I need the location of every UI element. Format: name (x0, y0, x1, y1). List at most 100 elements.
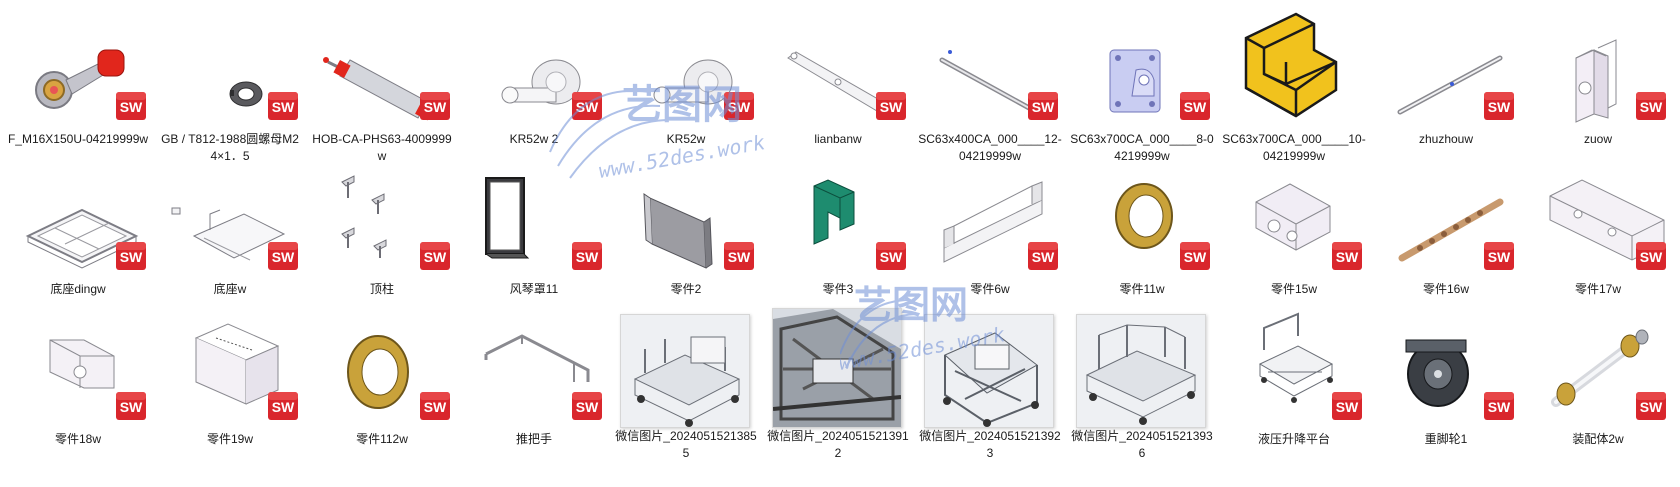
svg-text:SW: SW (1032, 99, 1055, 115)
file-name: 液压升降平台 (1257, 432, 1330, 446)
file-name: lianbanw (814, 132, 862, 146)
part-thumbnail (154, 10, 306, 128)
file-name: 零件11w (1119, 282, 1165, 296)
svg-text:SW: SW (576, 399, 599, 415)
file-name: 零件19w (206, 432, 253, 446)
file-name: 推把手 (515, 432, 552, 446)
solidworks-file-icon: SW (572, 242, 602, 270)
solidworks-file-icon: SW (116, 92, 146, 120)
part-thumbnail (1066, 10, 1218, 128)
file-name: 微信图片_20240515213936 (1071, 429, 1213, 460)
svg-text:SW: SW (1032, 249, 1055, 265)
file-name: 装配体2w (1572, 432, 1624, 446)
file-name: 风琴罩11 (509, 282, 559, 296)
svg-text:SW: SW (120, 99, 143, 115)
part-thumbnail (1522, 10, 1674, 128)
solidworks-file-icon: SW (420, 392, 450, 420)
part-thumbnail (1370, 160, 1522, 278)
file-name: 零件18w (54, 432, 101, 446)
file-name: 零件16w (1422, 282, 1469, 296)
solidworks-file-icon: SW (1332, 392, 1362, 420)
solidworks-file-icon: SW (876, 242, 906, 270)
svg-text:SW: SW (272, 249, 295, 265)
solidworks-file-icon: SW (572, 92, 602, 120)
file-name: zhuzhouw (1418, 132, 1474, 146)
solidworks-file-icon: SW (724, 242, 754, 270)
solidworks-file-icon: SW (1180, 92, 1210, 120)
part-thumbnail (458, 310, 610, 428)
svg-text:SW: SW (1640, 399, 1663, 415)
solidworks-file-icon: SW (1028, 92, 1058, 120)
svg-text:SW: SW (728, 249, 751, 265)
part-thumbnail (1066, 160, 1218, 278)
file-name: KR52w 2 (509, 132, 559, 146)
svg-text:SW: SW (1336, 249, 1359, 265)
part-thumbnail (1370, 310, 1522, 428)
solidworks-file-icon: SW (268, 92, 298, 120)
file-name: 顶柱 (369, 282, 394, 296)
file-name: 零件6w (970, 282, 1010, 296)
svg-text:SW: SW (120, 399, 143, 415)
solidworks-file-icon: SW (268, 242, 298, 270)
file-name: 底座w (213, 282, 247, 296)
solidworks-file-icon: SW (420, 242, 450, 270)
part-thumbnail (914, 160, 1066, 278)
file-name: KR52w (666, 132, 706, 146)
solidworks-file-icon: SW (116, 392, 146, 420)
solidworks-file-icon: SW (1636, 242, 1666, 270)
file-name: SC63x700CA_000____10-04219999w (1222, 132, 1366, 163)
part-thumbnail (610, 10, 762, 128)
solidworks-file-icon: SW (116, 242, 146, 270)
svg-text:SW: SW (424, 249, 447, 265)
svg-text:SW: SW (1488, 249, 1511, 265)
file-name: 零件112w (356, 432, 408, 446)
part-thumbnail (154, 160, 306, 278)
solidworks-file-icon: SW (1484, 392, 1514, 420)
part-thumbnail (306, 310, 458, 428)
solidworks-file-icon: SW (1484, 242, 1514, 270)
solidworks-file-icon: SW (1028, 242, 1058, 270)
part-thumbnail (1370, 10, 1522, 128)
image-thumbnail (924, 314, 1054, 428)
svg-text:SW: SW (424, 99, 447, 115)
svg-text:SW: SW (272, 399, 295, 415)
part-thumbnail (2, 310, 154, 428)
file-name: 微信图片_20240515213912 (767, 429, 909, 460)
file-name: 零件2 (670, 282, 702, 296)
svg-text:SW: SW (1640, 249, 1663, 265)
image-thumbnail (1076, 314, 1206, 428)
file-name: F_M16X150U-04219999w (7, 132, 149, 146)
file-name: 微信图片_20240515213855 (615, 429, 757, 460)
part-thumbnail (306, 160, 458, 278)
part-thumbnail (458, 160, 610, 278)
file-name: 底座dingw (50, 282, 106, 296)
svg-text:SW: SW (1184, 249, 1207, 265)
svg-text:SW: SW (272, 99, 295, 115)
solidworks-file-icon: SW (1484, 92, 1514, 120)
part-thumbnail (1218, 310, 1370, 428)
solidworks-file-icon: SW (268, 392, 298, 420)
solidworks-file-icon: SW (1636, 392, 1666, 420)
part-thumbnail (1522, 310, 1674, 428)
solidworks-file-icon: SW (420, 92, 450, 120)
svg-text:SW: SW (1640, 99, 1663, 115)
part-thumbnail (762, 160, 914, 278)
file-name: GB / T812-1988圆螺母M24×1．5 (161, 132, 299, 163)
svg-text:SW: SW (1336, 399, 1359, 415)
part-thumbnail (2, 10, 154, 128)
svg-text:SW: SW (576, 249, 599, 265)
file-name: 零件3 (822, 282, 854, 296)
solidworks-file-icon: SW (572, 392, 602, 420)
part-thumbnail (1218, 160, 1370, 278)
svg-text:SW: SW (1488, 399, 1511, 415)
part-thumbnail (610, 160, 762, 278)
file-name: SC63x400CA_000____12-04219999w (918, 132, 1062, 163)
solidworks-file-icon: SW (876, 92, 906, 120)
file-name: HOB-CA-PHS63-4009999w (312, 132, 452, 163)
svg-text:SW: SW (576, 99, 599, 115)
part-thumbnail (2, 160, 154, 278)
svg-text:SW: SW (1488, 99, 1511, 115)
solidworks-file-icon: SW (724, 92, 754, 120)
solidworks-file-icon: SW (1332, 242, 1362, 270)
file-name: 微信图片_20240515213923 (919, 429, 1061, 460)
